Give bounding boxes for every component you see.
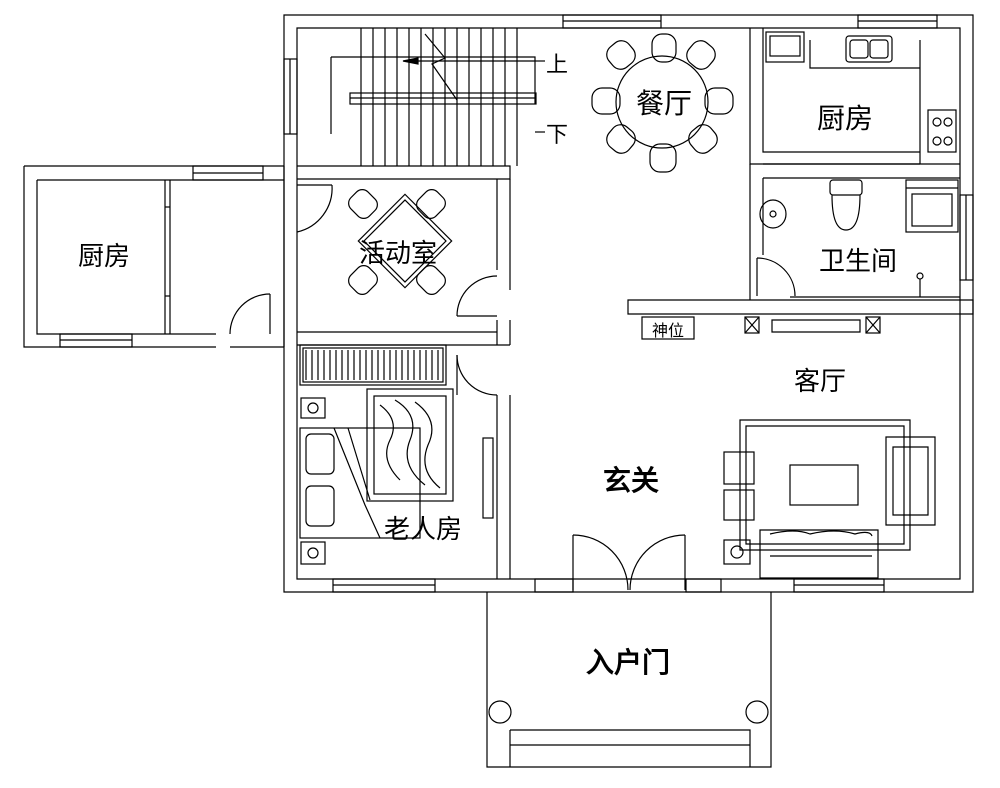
room-label-dining: 餐厅 [636,87,692,120]
dining-table [591,33,734,173]
room-label-kitchen-right: 厨房 [817,102,873,135]
bathroom-fixtures [759,179,959,297]
interior-walls [283,28,974,579]
doors [296,184,796,591]
room-label-living-room: 客厅 [794,367,846,397]
shrine-label: 神位 [652,321,684,340]
room-label-bathroom: 卫生间 [819,247,897,277]
room-label-activity-room: 活动室 [359,239,437,269]
entrance-porch [486,592,772,768]
room-label-entrance: 入户门 [586,646,670,679]
room-label-foyer: 玄关 [603,464,659,497]
room-label-kitchen-left: 厨房 [78,242,130,272]
windows [283,14,974,593]
living-furniture [641,316,936,579]
elder-room-furniture [299,344,494,565]
left-annex-walls [23,165,284,348]
activity-table [348,189,453,295]
kitchen-fixtures [765,31,957,153]
stair-down-label: 下 [546,123,568,148]
staircase [330,28,545,166]
room-label-elder-room: 老人房 [384,515,462,545]
outer-walls [283,14,974,593]
stair-up-label: 上 [546,53,568,78]
